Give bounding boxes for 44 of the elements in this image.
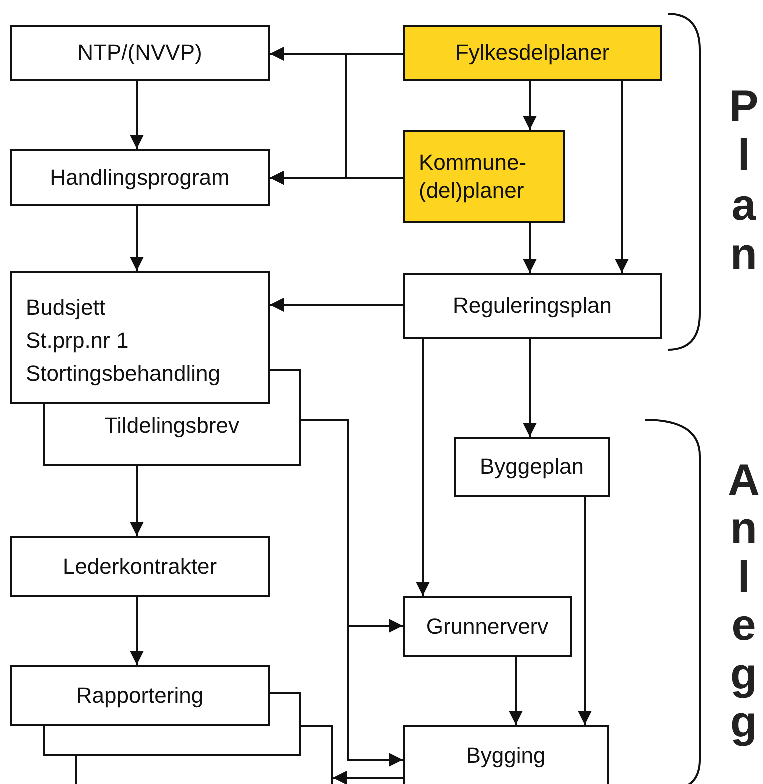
arrow xyxy=(270,298,403,312)
arrow xyxy=(615,81,629,273)
box-label: Grunnerverv xyxy=(426,612,549,640)
process-box xyxy=(10,536,270,597)
arrow xyxy=(523,223,537,273)
arrow xyxy=(130,597,144,665)
process-box xyxy=(403,596,572,657)
process-box xyxy=(403,25,662,81)
box-label: St.prp.nr 1 xyxy=(26,327,129,355)
box-label: Budsjett xyxy=(26,294,106,322)
box-label: Handlingsprogram xyxy=(50,164,230,192)
arrow xyxy=(509,657,523,725)
arrow xyxy=(130,81,144,149)
stacked-box xyxy=(43,726,301,756)
process-box xyxy=(403,725,609,784)
box-label: Reguleringsplan xyxy=(453,292,612,320)
box-label: Bygging xyxy=(466,742,546,770)
box-label: Lederkontrakter xyxy=(62,552,218,580)
box-label: Kommune- (del)planer xyxy=(419,149,528,204)
arrow xyxy=(578,497,592,725)
section-label: Plan xyxy=(728,82,760,280)
process-box xyxy=(10,271,270,404)
arrow xyxy=(333,771,403,784)
arrow xyxy=(130,206,144,271)
arrow xyxy=(416,339,430,596)
box-label: Rapportering xyxy=(76,682,204,710)
process-box xyxy=(403,273,662,339)
box-label: NTP/(NVVP) xyxy=(78,39,202,67)
arrow xyxy=(523,339,537,437)
process-box xyxy=(43,404,301,466)
process-box xyxy=(10,665,270,726)
process-box xyxy=(10,25,270,81)
process-box xyxy=(403,130,565,223)
box-label: Tildelingsbrev xyxy=(104,412,240,440)
process-box xyxy=(10,149,270,206)
arrow xyxy=(130,466,144,536)
process-box xyxy=(454,437,610,497)
arrow xyxy=(270,171,403,185)
box-label: Stortingsbehandling xyxy=(26,360,220,388)
box-label: Byggeplan xyxy=(480,453,584,481)
section-label: Anlegg xyxy=(727,457,761,748)
arrow xyxy=(523,81,537,130)
stacked-box xyxy=(75,756,333,784)
box-label: Fylkesdelplaner xyxy=(455,39,610,67)
